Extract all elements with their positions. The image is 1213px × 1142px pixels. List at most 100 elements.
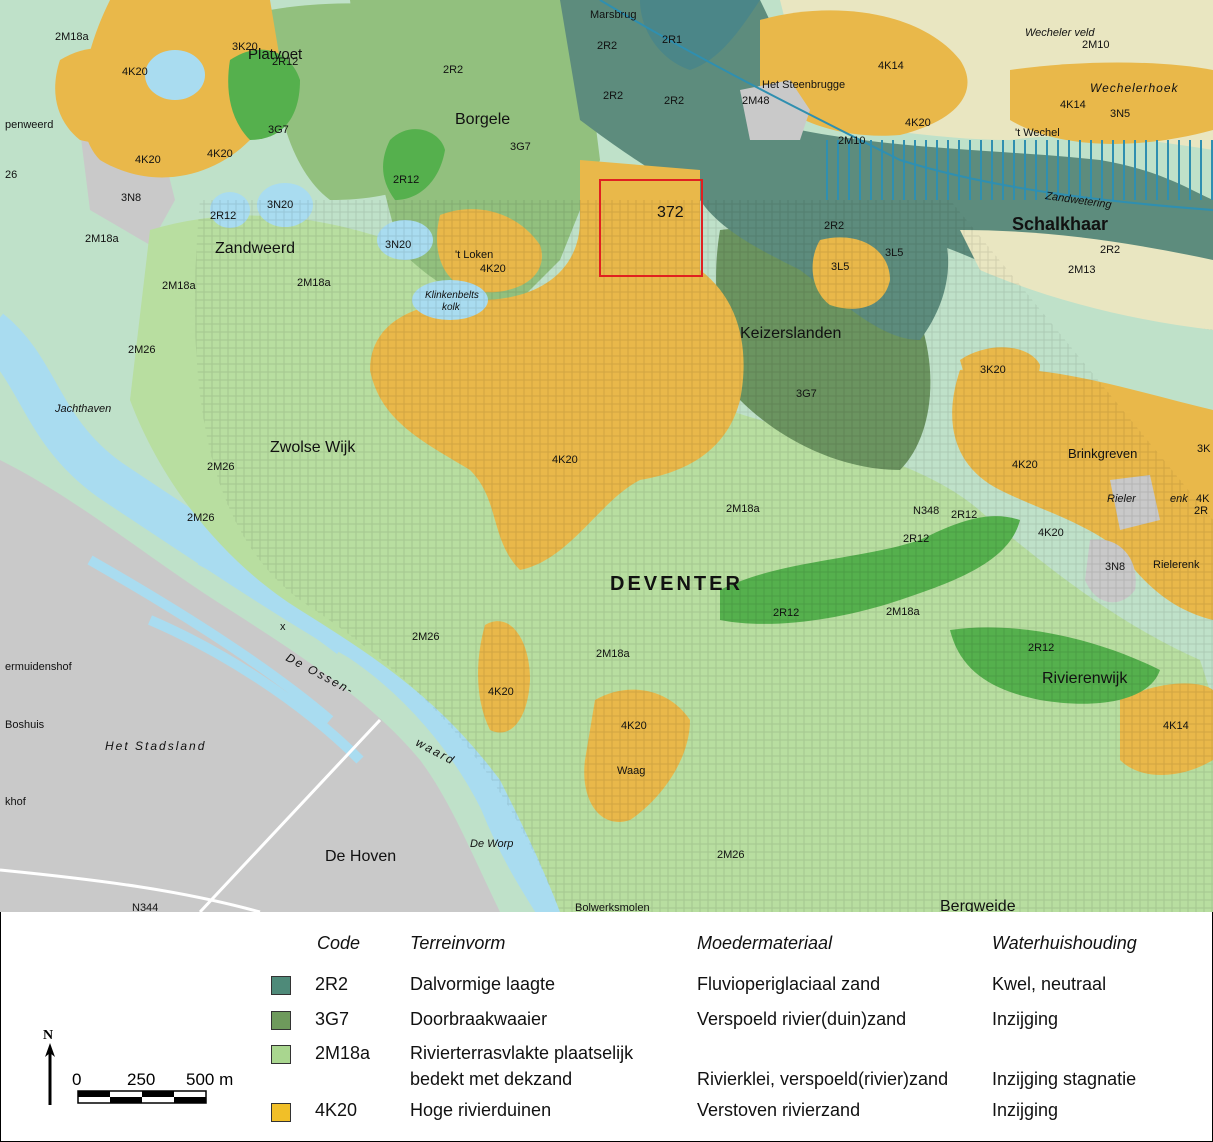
legend-header-terreinvorm: Terreinvorm [410,933,506,953]
code-label: 2M18a [85,233,120,245]
label-edge-26: 26 [5,169,17,181]
legend-waterhuishouding: Inzijging stagnatie [992,1069,1137,1089]
code-label: 2R12 [773,607,799,619]
legend-terreinvorm: Rivierterrasvlakte plaatselijk [410,1043,634,1063]
label-rivierenwijk: Rivierenwijk [1042,670,1128,687]
label-het-stadsland: Het Stadsland [105,739,206,753]
label-zwolse-wijk: Zwolse Wijk [270,439,356,456]
label-zandweerd-edge: penweerd [5,119,53,131]
code-label: 4K14 [1060,99,1086,111]
code-label: 3L5 [831,261,849,273]
label-keizerslanden: Keizerslanden [740,325,841,342]
code-label: 3G7 [510,141,531,153]
side-channels [87,555,364,764]
legend-swatch-4k20 [271,1103,291,1122]
scale-mid: 250 [127,1070,155,1089]
label-n344: N344 [132,902,158,912]
label-muidenshof: ermuidenshof [5,661,73,673]
deep-teal-zone [640,0,760,70]
label-de-hoven: De Hoven [325,848,396,865]
label-edge-2r: 2R [1194,505,1208,517]
code-label: 2M13 [1068,264,1096,276]
label-wechelerhoek: Wechelerhoek [1090,81,1179,95]
label-marsbrug: Marsbrug [590,9,636,21]
study-area-box[interactable] [599,179,703,277]
code-label: 3N20 [385,239,411,251]
label-het-steenbrugge: Het Steenbrugge [762,79,845,91]
code-label: 4K20 [1038,527,1064,539]
legend-waterhuishouding: Inzijging [992,1100,1059,1120]
code-label: 4K20 [207,148,233,160]
label-t-wechel: 't Wechel [1015,127,1060,139]
code-label: 2R2 [603,90,623,102]
code-label: 2R12 [951,509,977,521]
code-label: 3N20 [267,199,293,211]
code-label: 3G7 [796,388,817,400]
scale-bar: 0 250 500 m [72,1070,233,1104]
legend-header-code: Code [317,933,361,953]
label-de-worp: De Worp [470,838,513,850]
legend: Code Terreinvorm Moedermateriaal Waterhu… [0,913,1213,1142]
dune-north [760,10,968,136]
legend-moedermateriaal: Verspoeld rivier(duin)zand [697,1009,907,1029]
label-zandweerd: Zandweerd [215,240,295,257]
legend-code: 4K20 [315,1100,358,1120]
label-waag: Waag [617,765,645,777]
road-diagonal [198,718,382,912]
label-n348: N348 [913,505,939,517]
code-label: 2M26 [717,849,745,861]
north-arrow: N [43,1028,55,1105]
label-deventer: DEVENTER [610,573,743,595]
legend-swatch-3g7 [271,1011,291,1030]
gray-floodplain-west [0,460,500,912]
code-label: 2M18a [886,606,921,618]
gray-steenbrugge [740,80,810,140]
code-label: 4K20 [552,454,578,466]
soil-map[interactable]: DEVENTER Schalkhaar Zandweerd Borgele Pl… [0,0,1213,912]
green-channel-platvoet [228,49,300,140]
code-label: 2M10 [1082,39,1110,51]
code-label: 4K20 [621,720,647,732]
code-label: 2R12 [272,56,298,68]
label-enk: enk [1170,493,1188,505]
dune-northwest-2 [55,48,170,144]
code-label: 2M26 [412,631,440,643]
label-x-mark: x [280,621,286,633]
code-label: 2M18a [297,277,332,289]
code-label: 2M18a [162,280,197,292]
legend-waterhuishouding: Kwel, neutraal [992,974,1107,994]
north-label: N [43,1028,53,1043]
legend-code: 2M18a [315,1043,371,1063]
legend-code: 2R2 [315,974,349,994]
label-rieler: Rieler [1107,493,1137,505]
code-label: 4K20 [905,117,931,129]
legend-terreinvorm: Dalvormige laagte [410,974,556,994]
legend-swatch-2m18a [271,1045,291,1064]
code-label: 4K14 [1163,720,1189,732]
legend-code: 3G7 [315,1009,350,1029]
urban-texture [194,200,1213,912]
label-schalkhaar: Schalkhaar [1012,214,1108,234]
code-label: 2R2 [824,220,844,232]
legend-header-waterhuishouding: Waterhuishouding [992,933,1137,953]
legend-terreinvorm: Doorbraakwaaier [410,1009,548,1029]
code-label: 2M48 [742,95,770,107]
code-label: 3K20 [980,364,1006,376]
legend-terreinvorm: Hoge rivierduinen [410,1100,552,1120]
road-n344 [0,868,261,912]
green-channel-north [383,129,445,200]
label-hof: khof [5,796,27,808]
zandwetering-canal [599,0,1213,211]
label-bergweide: Bergweide [940,898,1016,912]
code-label: 4K20 [480,263,506,275]
legend-moedermateriaal: Fluvioperiglaciaal zand [697,974,881,994]
scale-zero: 0 [72,1070,81,1089]
code-label: 2R2 [597,40,617,52]
label-platvoet: Platvoet [248,46,303,63]
legend-moedermateriaal: Verstoven rivierzand [697,1100,861,1120]
code-label: 4K20 [488,686,514,698]
label-jachthaven: Jachthaven [54,403,111,415]
code-label: 3L5 [885,247,903,259]
place-labels: DEVENTER Schalkhaar Zandweerd Borgele Pl… [5,9,1211,912]
code-label: 3G7 [268,124,289,136]
